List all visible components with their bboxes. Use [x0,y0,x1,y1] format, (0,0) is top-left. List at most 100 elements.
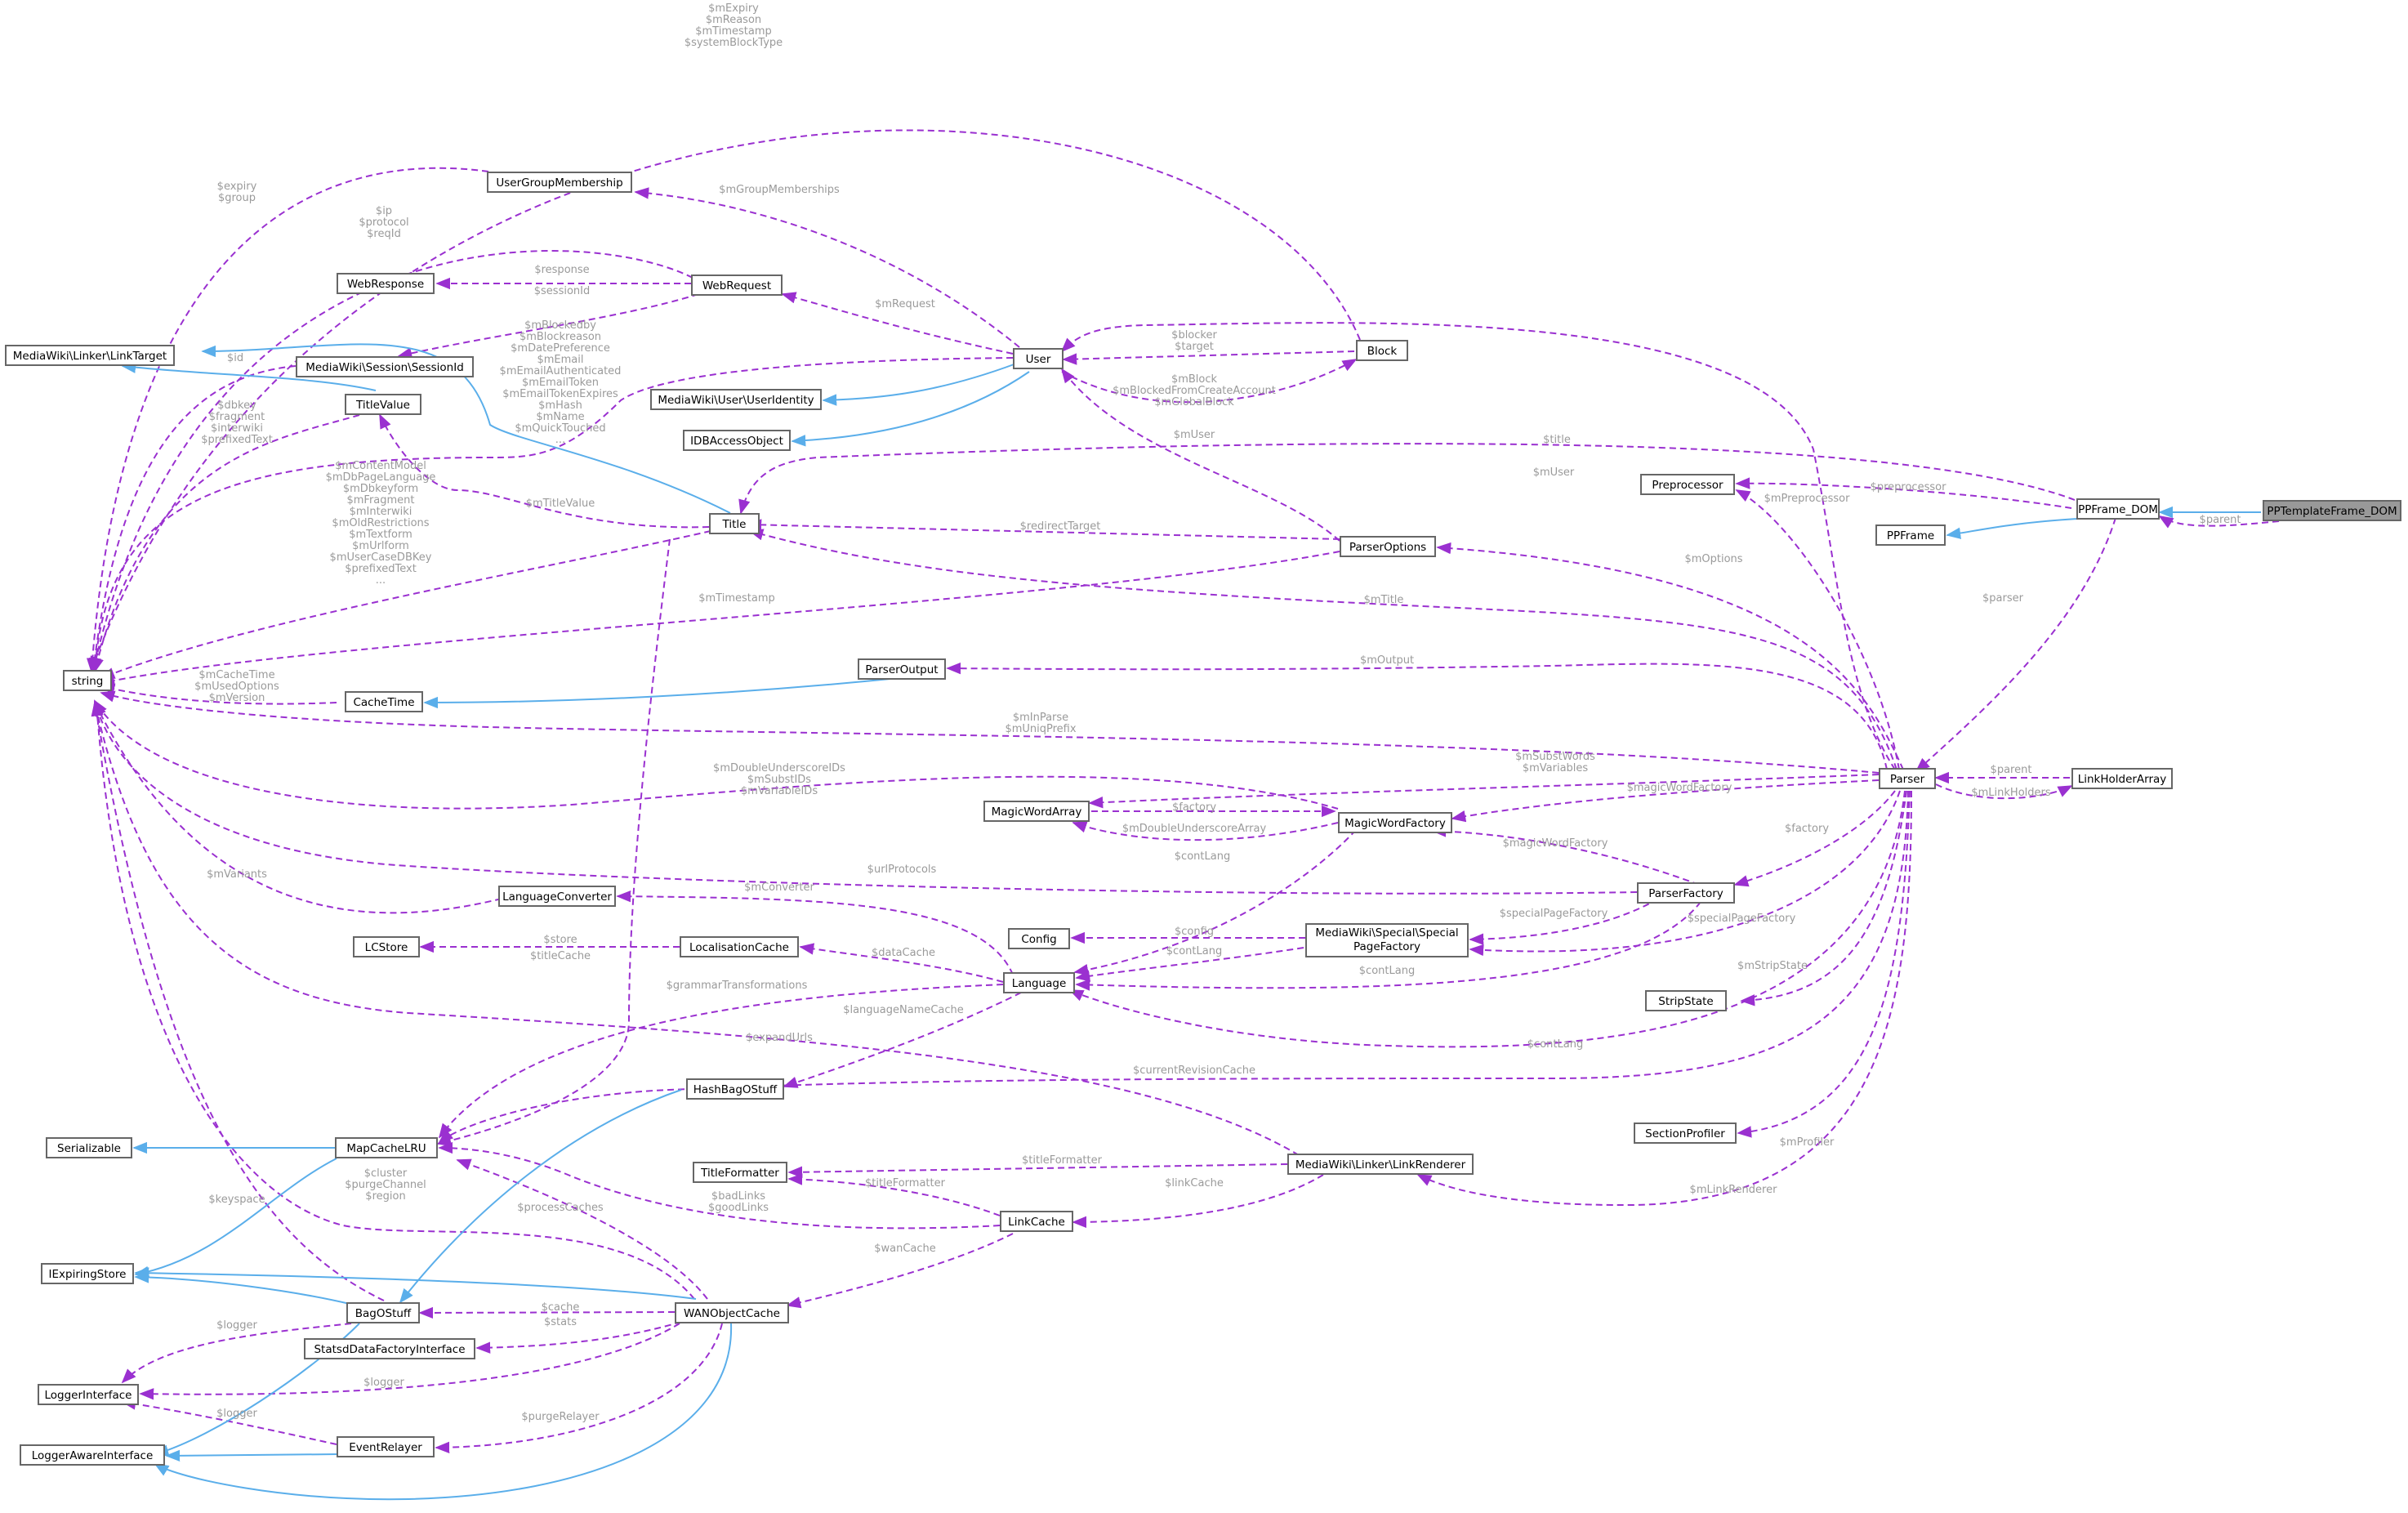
edge-label: $mDoubleUnderscoreIDs $mSubstIDs $mVaria… [713,762,845,797]
edge-spf-language [1075,947,1304,982]
edge-user-string [89,357,1014,673]
edge-linkcache-titleformatter [787,1173,1001,1216]
edge-label: $stats [544,1316,577,1328]
edge-mwf-string [94,699,1339,810]
node-localisationcache[interactable]: LocalisationCache [680,936,799,957]
edge-label: $titleCache [529,950,591,962]
edge-bag-iexpiringstore [134,1271,350,1305]
node-title[interactable]: Title [709,513,760,534]
edge-label: $titleFormatter [865,1177,945,1189]
edge-label: $cache [541,1301,580,1314]
edge-label: $mVariants [207,868,267,881]
node-bagostuff[interactable]: BagOStuff [346,1302,420,1323]
edge-parser-string [100,690,1880,774]
node-magicwordfactory[interactable]: MagicWordFactory [1338,812,1452,833]
edge-parser-mwa [1088,774,1880,809]
edge-linkrenderer-string [91,701,1300,1156]
edge-wan-logger [139,1323,680,1400]
node-pptemplateframe-dom[interactable]: PPTemplateFrame_DOM [2263,500,2401,521]
edge-label: $mBlock $mBlockedFromCreateAccount $mGlo… [1113,373,1276,408]
edge-label: $mCacheTime $mUsedOptions $mVersion [194,669,279,704]
edge-parser-stripstate [1740,790,1907,1006]
edge-label: $sessionId [533,285,591,297]
node-stripstate[interactable]: StripState [1645,990,1727,1011]
node-linkcache[interactable]: LinkCache [1000,1211,1073,1232]
edge-title-linktarget [201,343,731,514]
node-mapcachelru[interactable]: MapCacheLRU [335,1137,438,1158]
node-serializable[interactable]: Serializable [46,1137,132,1158]
node-block[interactable]: Block [1356,340,1408,361]
node-webresponse[interactable]: WebResponse [337,273,435,294]
edge-label: $mRequest [875,298,935,310]
edge-label: $mTimestamp [698,592,775,605]
node-wanobjectcache[interactable]: WANObjectCache [675,1302,789,1323]
node-loggerinterface[interactable]: LoggerInterface [38,1384,139,1405]
node-specialpagefactory[interactable]: MediaWiki\Special\Special PageFactory [1305,923,1469,957]
node-hashbagostuff[interactable]: HashBagOStuff [686,1078,784,1100]
edge-label: $mProfiler [1779,1136,1835,1149]
node-statsd[interactable]: StatsdDataFactoryInterface [304,1338,475,1359]
edge-label: $config [1174,926,1215,938]
node-magicwordarray[interactable]: MagicWordArray [983,801,1090,822]
node-linkholderarray[interactable]: LinkHolderArray [2071,768,2173,789]
edge-ugm-string [87,167,489,673]
edge-label: $linkCache [1165,1177,1224,1189]
node-string[interactable]: string [63,670,112,691]
edge-bag-string [91,701,385,1301]
node-parseroutput[interactable]: ParserOutput [858,658,946,680]
node-lcstore[interactable]: LCStore [353,936,420,957]
node-usergroupmembership[interactable]: UserGroupMembership [487,172,632,193]
node-idbaccessobject[interactable]: IDBAccessObject [683,430,791,451]
edge-label: $mConverter [744,881,814,894]
node-webrequest[interactable]: WebRequest [691,274,783,296]
node-parserfactory[interactable]: ParserFactory [1637,882,1735,904]
edge-parseroptions-title [747,519,1340,540]
edge-language-hash [783,992,1022,1088]
edge-label: $purgeRelayer [521,1411,600,1423]
edge-label: $store [543,934,577,946]
node-cachetime[interactable]: CacheTime [345,691,423,712]
edge-sessionid-string [88,365,297,673]
node-ppframe-dom[interactable]: PPFrame_DOM [2076,498,2160,520]
edge-label: $expiry $group [216,181,257,204]
edge-block-user [1062,350,1355,365]
edge-label: $specialPageFactory [1499,908,1608,920]
node-user[interactable]: User [1013,348,1064,369]
edge-label: $dataCache [872,947,935,959]
node-eventrelayer[interactable]: EventRelayer [337,1436,435,1457]
node-ppframe[interactable]: PPFrame [1875,524,1946,546]
edge-label: $dbkey $fragment $interwiki $prefixedTex… [201,399,273,446]
edge-label: $grammarTransformations [666,980,808,992]
node-sessionid[interactable]: MediaWiki\Session\SessionId [296,356,474,377]
edge-parser-parseroptions [1436,542,1904,770]
edge-ppframe-dom-ppframe [1946,518,2079,539]
edge-language-loc [799,943,1004,983]
node-titleformatter[interactable]: TitleFormatter [693,1162,787,1183]
node-useridentity[interactable]: MediaWiki\User\UserIdentity [650,389,822,410]
edge-ppframe-title [738,443,2076,515]
edge-parser-pf [1733,790,1896,887]
node-parser[interactable]: Parser [1879,768,1936,789]
edge-pf-string [92,699,1638,895]
edge-parser-sectionprofiler [1737,790,1911,1138]
node-preprocessor[interactable]: Preprocessor [1640,474,1735,495]
node-languageconverter[interactable]: LanguageConverter [498,886,616,907]
edge-label: $magicWordFactory [1626,782,1732,794]
node-linktarget[interactable]: MediaWiki\Linker\LinkTarget [5,345,175,366]
edge-label: $logger [216,1319,257,1332]
edge-label: $contLang [1174,850,1231,863]
node-loggerawareinterface[interactable]: LoggerAwareInterface [20,1444,165,1466]
node-language[interactable]: Language [1003,972,1075,993]
edge-label: $logger [216,1408,257,1420]
node-titlevalue[interactable]: TitleValue [345,394,421,415]
node-sectionprofiler[interactable]: SectionProfiler [1634,1122,1737,1144]
node-config[interactable]: Config [1008,928,1070,949]
edge-label: $mStripState [1737,960,1808,972]
edge-label: $languageNameCache [843,1004,964,1016]
node-linkrenderer[interactable]: MediaWiki\Linker\LinkRenderer [1287,1154,1474,1175]
edge-label: $expandUrls [746,1032,813,1044]
edge-label: $title [1543,434,1571,446]
node-iexpiringstore[interactable]: IExpiringStore [41,1263,134,1284]
node-parseroptions[interactable]: ParserOptions [1340,536,1436,557]
